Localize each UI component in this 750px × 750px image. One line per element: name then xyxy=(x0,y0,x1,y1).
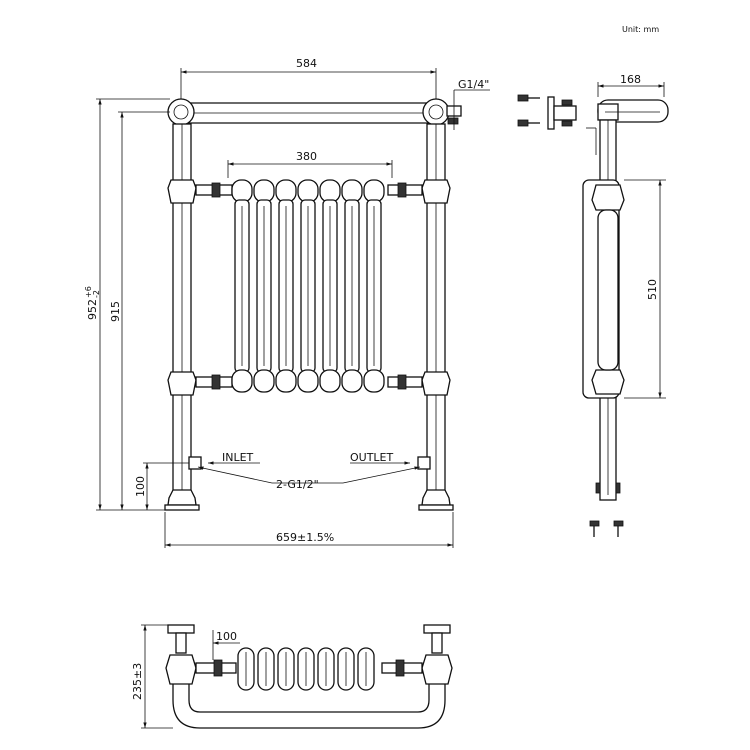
dim-total-height: 952 xyxy=(86,299,99,320)
dim-side-radiator-height: 510 xyxy=(646,279,659,300)
top-rail-cap-right xyxy=(422,98,450,126)
dim-rail-height: 915 xyxy=(109,301,122,322)
top-dimensions: 100 235±3 xyxy=(131,624,240,729)
radiator-column-top xyxy=(237,647,255,691)
top-view-bracket-right xyxy=(423,624,451,634)
radiator-column xyxy=(363,179,385,393)
radiator-column xyxy=(319,179,341,393)
dim-top-depth: 235±3 xyxy=(131,663,144,700)
top-view-columns xyxy=(237,647,375,691)
radiator-column xyxy=(275,179,297,393)
leg-collars xyxy=(167,179,451,396)
side-view xyxy=(582,99,669,537)
radiator-column-top xyxy=(337,647,355,691)
left-foot xyxy=(167,489,197,506)
radiator-column-top xyxy=(297,647,315,691)
dim-top-offset: 100 xyxy=(216,630,237,643)
outlet-valve xyxy=(417,456,431,470)
radiator-column-top xyxy=(357,647,375,691)
front-dimensions: 584 G1/4" 380 952 +6 -2 915 100 xyxy=(84,57,490,548)
dim-valve-thread: G1/4" xyxy=(458,78,489,91)
radiator-column-top xyxy=(317,647,335,691)
top-view-bracket-left xyxy=(167,624,195,634)
wall-fixings xyxy=(517,94,577,130)
radiator-column xyxy=(253,179,275,393)
radiator-column xyxy=(341,179,363,393)
dim-top-width: 584 xyxy=(296,57,317,70)
radiator-column xyxy=(231,179,253,393)
dim-side-depth: 168 xyxy=(620,73,641,86)
top-rail-cap-left xyxy=(167,98,195,126)
outlet-label: OUTLET xyxy=(350,451,394,464)
dim-connection-height: 100 xyxy=(134,476,147,497)
dim-overall-width: 659±1.5% xyxy=(276,531,334,544)
dim-total-height-tol-lower: -2 xyxy=(92,290,101,298)
radiator-column-top xyxy=(277,647,295,691)
radiator-column xyxy=(297,179,319,393)
front-view xyxy=(164,98,462,511)
side-dimensions: 168 510 xyxy=(597,73,666,399)
dim-radiator-width: 380 xyxy=(296,150,317,163)
connection-spec: 2-G1/2" xyxy=(276,478,319,491)
inlet-label: INLET xyxy=(222,451,254,464)
right-foot xyxy=(421,489,451,506)
radiator-columns xyxy=(231,179,385,393)
radiator-column-top xyxy=(257,647,275,691)
top-view xyxy=(165,624,453,729)
units-label: Unit: mm xyxy=(622,25,659,34)
dim-total-height-tol-upper: +6 xyxy=(84,286,93,298)
